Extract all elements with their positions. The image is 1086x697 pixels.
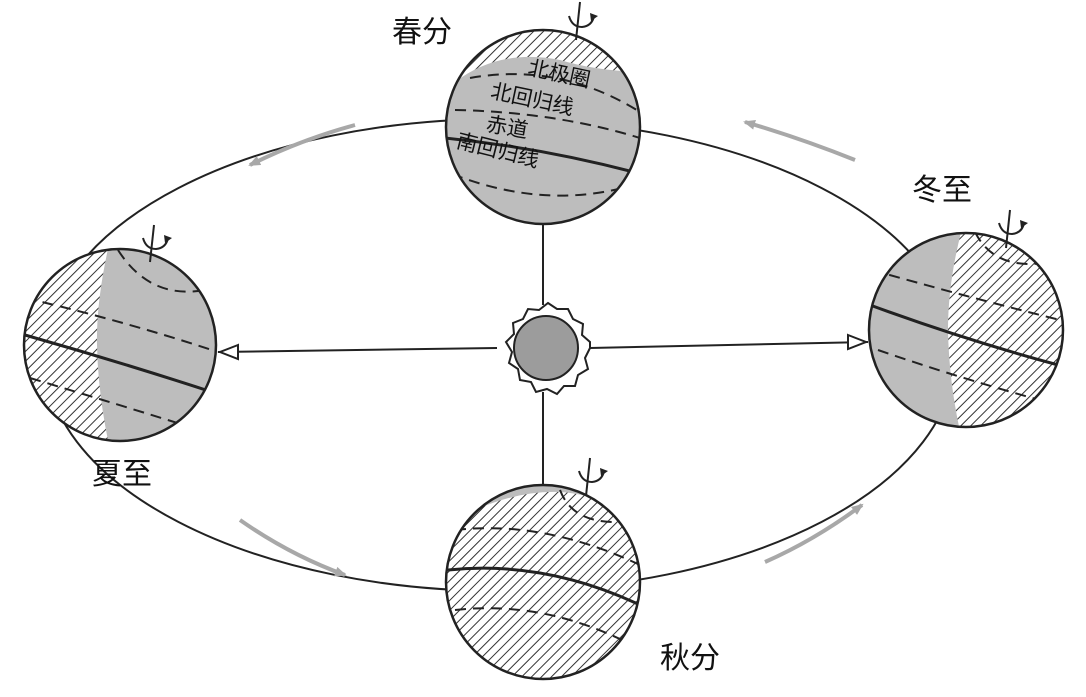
sun-ray-arrow — [847, 333, 869, 351]
rotation-arrow-icon — [998, 209, 1028, 249]
sun-ray-arrow — [217, 343, 239, 361]
globe-summer-solstice — [22, 247, 218, 443]
label-summer-solstice: 夏至 — [92, 457, 152, 492]
sun-ray-to-summer — [217, 347, 498, 353]
label-autumn-equinox: 秋分 — [660, 641, 720, 676]
orbit-direction-arrow-icon — [764, 503, 864, 564]
sun-icon — [504, 301, 591, 396]
label-spring-equinox: 春分 — [392, 15, 452, 50]
orbit-direction-arrow-icon — [248, 123, 356, 167]
rotation-arrow-icon — [568, 1, 598, 41]
rotation-arrow-icon — [142, 224, 172, 263]
rotation-arrow-icon — [578, 457, 608, 497]
orbit-direction-arrow-icon — [238, 518, 347, 577]
orbit-direction-arrow-icon — [743, 119, 856, 162]
globe-autumn-equinox — [444, 483, 642, 681]
globe-winter-solstice — [867, 231, 1065, 429]
sun-ray-to-winter — [589, 341, 869, 349]
label-winter-solstice: 冬至 — [912, 173, 972, 208]
globe-spring-equinox — [444, 28, 642, 226]
